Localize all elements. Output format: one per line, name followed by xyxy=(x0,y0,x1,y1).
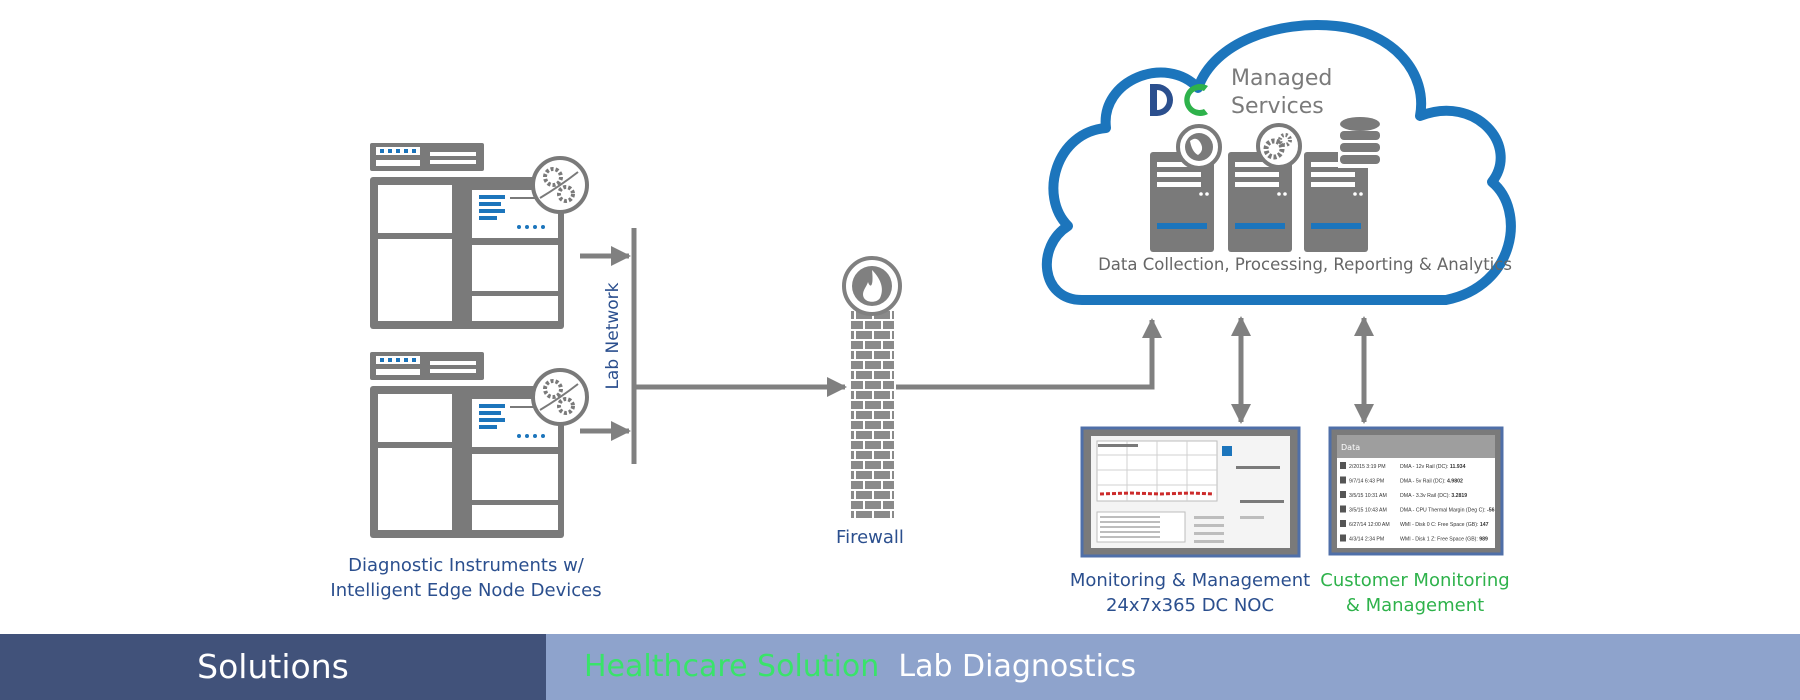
customer-panel-header: Data xyxy=(1341,443,1360,452)
footer-breadcrumb-panel xyxy=(546,634,1800,700)
managed-services-title: Managed Services xyxy=(1231,65,1391,121)
row-value: -56 xyxy=(1487,508,1495,514)
customer-monitor-screenshot: Data 2/2015 3:19 PM DMA - 12v Rail (DC): … xyxy=(1328,426,1504,556)
row-timestamp: 9/7/14 6:43 PM xyxy=(1349,479,1384,485)
server-icon xyxy=(1150,124,1222,252)
breadcrumb-healthcare-solution[interactable]: Healthcare Solution xyxy=(584,649,880,684)
row-status-icon xyxy=(1340,534,1346,542)
managed-services-cloud xyxy=(1041,20,1516,305)
customer-label-line-1: Customer Monitoring xyxy=(1320,570,1510,591)
instruments-label-line-1: Diagnostic Instruments w/ xyxy=(348,555,584,576)
dna-gears-icon xyxy=(531,156,589,214)
dna-gears-icon xyxy=(531,368,589,426)
row-metric: DMA - 12v Rail (DC): 11.934 xyxy=(1400,464,1466,470)
server-icon xyxy=(1228,123,1302,252)
row-value: 989 xyxy=(1479,537,1488,543)
row-value: 147 xyxy=(1480,522,1489,528)
customer-label: Customer Monitoring & Management xyxy=(1310,568,1520,618)
row-timestamp: 2/2015 3:19 PM xyxy=(1349,464,1386,470)
noc-label-line-2: 24x7x365 DC NOC xyxy=(1105,595,1275,616)
row-timestamp: 4/3/14 2:34 PM xyxy=(1349,537,1384,543)
dc-logo xyxy=(1150,83,1208,117)
footer-bar: Solutions Healthcare Solution Lab Diagno… xyxy=(0,634,1800,700)
lab-network-bus xyxy=(580,228,847,464)
rack-unit-icon xyxy=(370,143,484,171)
row-value: 4.9802 xyxy=(1447,479,1463,485)
breadcrumb: Healthcare Solution Lab Diagnostics xyxy=(584,634,1136,700)
firewall-icon xyxy=(842,256,902,518)
instruments-label: Diagnostic Instruments w/ Intelligent Ed… xyxy=(300,553,632,603)
row-timestamp: 3/5/15 10:43 AM xyxy=(1349,508,1387,514)
row-timestamp: 6/27/14 12:00 AM xyxy=(1349,522,1390,528)
solution-diagram: Data 2/2015 3:19 PM DMA - 12v Rail (DC): … xyxy=(370,20,1516,558)
footer-section-title: Solutions xyxy=(197,647,349,686)
lab-network-label: Lab Network xyxy=(603,282,623,390)
managed-services-title-line-1: Managed xyxy=(1231,66,1333,91)
database-icon xyxy=(1338,117,1382,168)
instruments-label-line-2: Intelligent Edge Node Devices xyxy=(330,580,602,601)
firewall-to-cloud-arrow xyxy=(896,318,1162,390)
row-value: 11.934 xyxy=(1450,464,1466,470)
noc-monitor-screenshot xyxy=(1080,426,1301,558)
customer-label-line-2: & Management xyxy=(1345,595,1485,616)
managed-services-title-line-2: Services xyxy=(1231,94,1324,119)
row-status-icon xyxy=(1340,462,1346,469)
cloud-subtitle: Data Collection, Processing, Reporting &… xyxy=(1098,255,1512,274)
flame-icon xyxy=(863,270,882,302)
noc-label: Monitoring & Management 24x7x365 DC NOC xyxy=(1060,568,1320,618)
row-status-icon xyxy=(1340,505,1346,513)
footer-section-panel: Solutions xyxy=(0,634,546,700)
row-status-icon xyxy=(1340,520,1346,527)
row-metric: DMA - CPU Thermal Margin (Deg C): -56 xyxy=(1400,508,1495,514)
rack-unit-icon xyxy=(370,352,484,380)
diagnostic-instrument-1 xyxy=(370,143,589,329)
customer-data-rows: 2/2015 3:19 PM DMA - 12v Rail (DC): 11.93… xyxy=(1340,462,1495,543)
row-metric: DMA - 5v Rail (DC): 4.9802 xyxy=(1400,479,1463,485)
server-icon xyxy=(1304,117,1382,252)
row-metric: WMI - Disk 0 C: Free Space (GB): 147 xyxy=(1400,522,1489,528)
diagnostic-instrument-2 xyxy=(370,352,589,538)
row-timestamp: 3/5/15 10:31 AM xyxy=(1349,493,1387,499)
row-metric: WMI - Disk 1 Z: Free Space (GB): 989 xyxy=(1400,537,1488,543)
breadcrumb-lab-diagnostics: Lab Diagnostics xyxy=(898,649,1137,684)
firewall-label: Firewall xyxy=(836,527,904,548)
row-status-icon xyxy=(1340,491,1346,498)
row-metric: DMA - 3.3v Rail (DC): 3.2819 xyxy=(1400,493,1467,499)
row-status-icon xyxy=(1340,476,1346,484)
row-value: 3.2819 xyxy=(1451,493,1467,499)
analyzer-machine-icon xyxy=(370,177,564,329)
noc-label-line-1: Monitoring & Management xyxy=(1069,570,1311,591)
